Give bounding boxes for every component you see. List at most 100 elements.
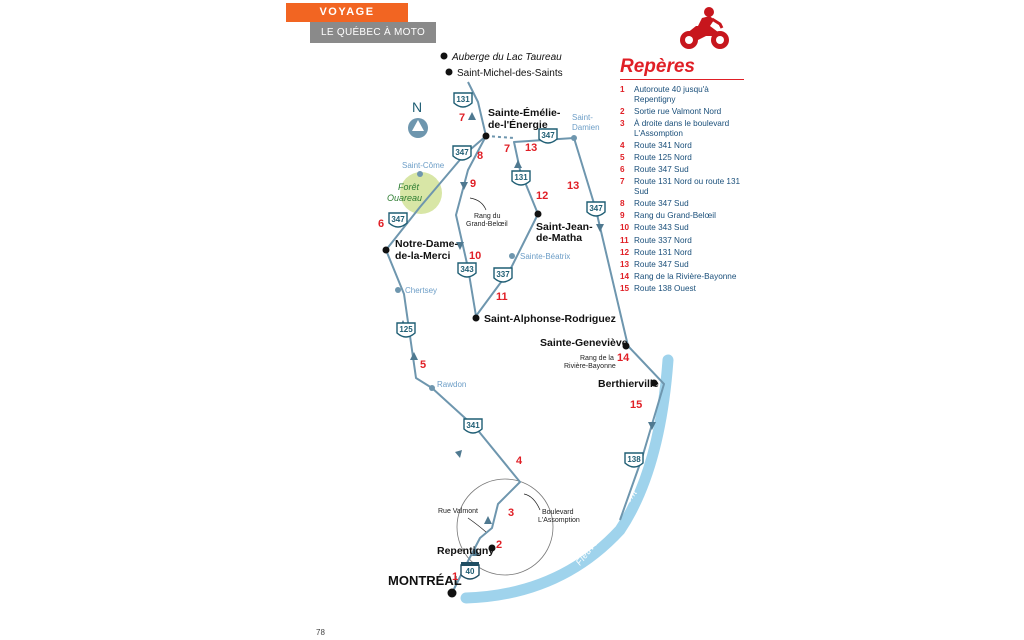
callout-boulevard-2: L'Assomption xyxy=(538,517,580,524)
forest-label-1: Forêt xyxy=(398,182,420,192)
motorcycle-icon xyxy=(680,7,729,49)
legend-item-number: 9 xyxy=(620,211,625,221)
town-auberge: Auberge du Lac Taureau xyxy=(451,52,562,63)
route-shield-s131_top: 131 xyxy=(453,92,473,108)
route-shield-label: 131 xyxy=(514,173,528,182)
place-saint-come: Saint-Côme xyxy=(402,161,445,170)
town-sainte-emelie-1: Sainte-Émélie- xyxy=(488,106,561,119)
legend-item: 3 À droite dans le boulevard L'Assomption xyxy=(620,119,744,138)
step-14: 14 xyxy=(617,352,630,364)
step-7b: 7 xyxy=(504,143,510,155)
legend-item-text: Rang du Grand-Belœil xyxy=(634,211,716,221)
route-shield-label: 341 xyxy=(466,421,480,430)
legend-item-text: Route 125 Nord xyxy=(634,152,692,162)
legend-item-text: Route 343 Sud xyxy=(634,223,689,233)
route-shield-s138: 138 xyxy=(624,452,644,468)
legend-item-text: Route 341 Nord xyxy=(634,140,692,150)
route-shield-label: 343 xyxy=(460,265,474,274)
step-10: 10 xyxy=(469,250,481,262)
town-notre-dame-2: de-la-Merci xyxy=(395,250,451,262)
callout-rang-riviere-1: Rang de la xyxy=(580,355,614,362)
forest-area xyxy=(400,172,442,214)
step-6: 6 xyxy=(378,218,384,230)
legend-item: 15 Route 138 Ouest xyxy=(620,284,744,294)
step-3: 3 xyxy=(508,507,514,519)
route-shield-label: 337 xyxy=(496,270,510,279)
legend-item-number: 12 xyxy=(620,247,630,257)
route-shield-s125: 125 xyxy=(396,322,416,338)
route-shield-s347_c: 347 xyxy=(388,212,408,228)
route-lines xyxy=(385,81,665,594)
legend-item-text: Autoroute 40 jusqu'à Repentigny xyxy=(634,85,709,104)
route-shield-label: 347 xyxy=(455,148,469,157)
route-shield-label: 347 xyxy=(589,204,603,213)
route-shield-label: 40 xyxy=(466,567,475,576)
forest-label-2: Ouareau xyxy=(387,193,422,203)
callout-boulevard-1: Boulevard xyxy=(542,509,574,516)
route-shield-s40: 40 xyxy=(460,562,480,580)
step-9: 9 xyxy=(470,178,476,190)
place-saint-damien-2: Damien xyxy=(572,123,600,132)
town-repentigny: Repentigny xyxy=(437,545,494,557)
route-shield-label: 131 xyxy=(456,95,470,104)
legend-item-number: 10 xyxy=(620,223,630,233)
legend-item-number: 14 xyxy=(620,272,630,282)
legend-item-number: 2 xyxy=(620,106,625,116)
legend-item: 10 Route 343 Sud xyxy=(620,223,744,233)
step-11: 11 xyxy=(496,291,508,303)
town-sainte-genevieve: Sainte-Geneviève xyxy=(540,337,628,349)
legend-item-text: Rang de la Rivière-Bayonne xyxy=(634,272,737,282)
step-13b: 13 xyxy=(567,180,579,192)
step-8: 8 xyxy=(477,150,483,162)
legend-item: 2 Sortie rue Valmont Nord xyxy=(620,107,744,117)
legend-item-number: 13 xyxy=(620,260,630,270)
legend-item-number: 8 xyxy=(620,199,625,209)
section-subtitle: LE QUÉBEC À MOTO xyxy=(310,22,436,43)
legend-item: 14 Rang de la Rivière-Bayonne xyxy=(620,272,744,282)
step-13a: 13 xyxy=(525,142,537,154)
route-shield-s131_mid: 131 xyxy=(511,170,531,186)
town-saint-michel: Saint-Michel-des-Saints xyxy=(457,68,563,79)
place-sainte-beatrix: Sainte-Béatrix xyxy=(520,252,570,261)
page-number: 78 xyxy=(316,628,325,637)
place-chertsey: Chertsey xyxy=(405,286,437,295)
legend-item-number: 4 xyxy=(620,140,625,150)
river xyxy=(460,354,674,604)
legend-item-text: Sortie rue Valmont Nord xyxy=(634,106,722,116)
town-saint-jean-2: de-Matha xyxy=(536,232,582,244)
callout-rang-grand-beloeil-1: Rang du xyxy=(474,213,501,220)
legend-item-number: 15 xyxy=(620,284,630,294)
town-dots xyxy=(382,52,658,598)
legend-item: 12 Route 131 Nord xyxy=(620,248,744,258)
section-tag: VOYAGE xyxy=(286,3,408,22)
legend-item-text: Route 138 Ouest xyxy=(634,284,696,294)
route-shield-s347_a: 347 xyxy=(452,145,472,161)
legend-item-text: Route 131 Nord xyxy=(634,247,692,257)
legend-item-number: 3 xyxy=(620,118,625,128)
legend-item-number: 6 xyxy=(620,165,625,175)
route-shield-label: 347 xyxy=(541,131,555,140)
step-4: 4 xyxy=(516,455,523,467)
step-1: 1 xyxy=(452,571,458,583)
north-label: N xyxy=(412,99,422,115)
legend-item: 4 Route 341 Nord xyxy=(620,141,744,151)
detail-circle xyxy=(456,478,554,576)
river-label: Fleuve Saint-Laurent xyxy=(574,487,639,567)
route-shield-label: 347 xyxy=(391,215,405,224)
legend-item-text: À droite dans le boulevard L'Assomption xyxy=(634,118,730,138)
town-saint-jean-1: Saint-Jean- xyxy=(536,221,593,233)
place-rawdon: Rawdon xyxy=(437,380,466,389)
legend-item-text: Route 131 Nord ou route 131 Sud xyxy=(634,177,741,196)
town-sainte-emelie-2: de-l'Énergie xyxy=(488,118,548,131)
place-saint-damien-1: Saint- xyxy=(572,113,593,122)
